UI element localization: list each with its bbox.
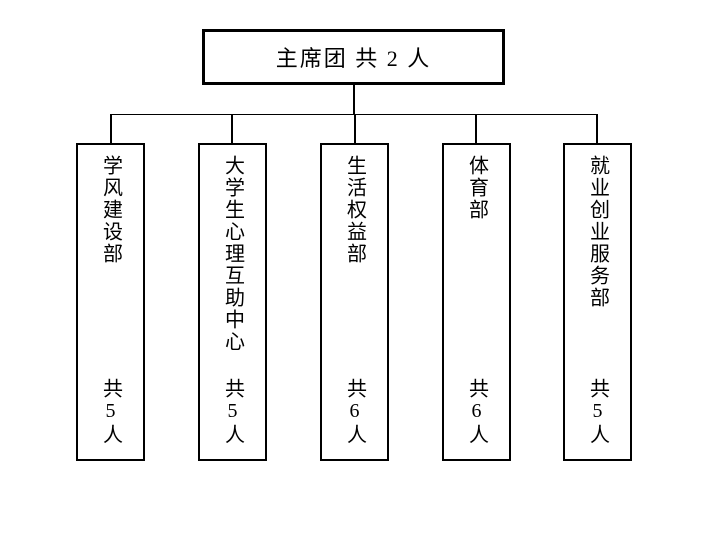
department-count: 共5人 xyxy=(99,378,122,446)
root-node-label: 主席团 共 2 人 xyxy=(275,46,432,71)
department-name: 体育部 xyxy=(465,155,488,221)
connector-drop-4 xyxy=(475,114,477,144)
department-node-5: 就业创业服务部 共5人 xyxy=(563,143,632,461)
department-count: 共6人 xyxy=(465,378,488,446)
department-node-3: 生活权益部 共6人 xyxy=(320,143,389,461)
department-name: 大学生心理互助中心 xyxy=(221,155,244,353)
root-node-box: 主席团 共 2 人 xyxy=(202,29,505,85)
department-name: 学风建设部 xyxy=(99,155,122,265)
department-count: 共5人 xyxy=(586,378,609,446)
department-count: 共6人 xyxy=(343,378,366,446)
connector-stem xyxy=(353,84,355,115)
connector-drop-3 xyxy=(354,114,356,144)
department-name: 生活权益部 xyxy=(343,155,366,265)
department-node-2: 大学生心理互助中心 共5人 xyxy=(198,143,267,461)
connector-drop-5 xyxy=(596,114,598,144)
department-count: 共5人 xyxy=(221,378,244,446)
connector-drop-1 xyxy=(110,114,112,144)
department-node-4: 体育部 共6人 xyxy=(442,143,511,461)
department-node-1: 学风建设部 共5人 xyxy=(76,143,145,461)
department-name: 就业创业服务部 xyxy=(586,155,609,309)
connector-drop-2 xyxy=(231,114,233,144)
